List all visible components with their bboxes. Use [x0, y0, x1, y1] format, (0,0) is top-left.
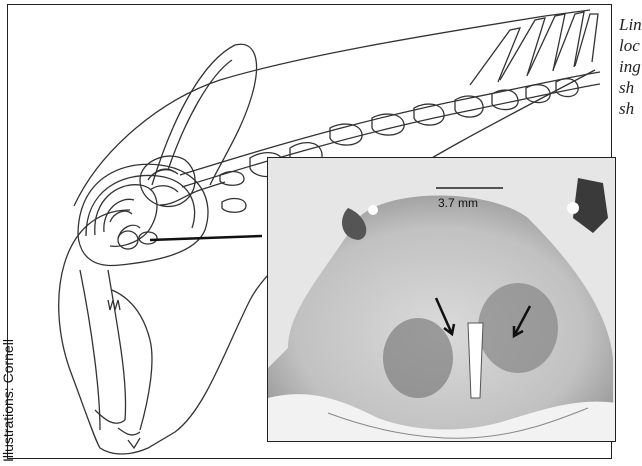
caption-line: sh [619, 77, 642, 98]
scale-bar-label: 3.7 mm [438, 196, 478, 210]
pointer-line [150, 236, 262, 240]
cerebellum [140, 156, 195, 206]
ear [152, 44, 257, 185]
target-region [118, 231, 138, 249]
caption-line: sh [619, 98, 642, 119]
caption-line: loc [619, 35, 642, 56]
caption-line: ing [619, 56, 642, 77]
caption: Lin loc ing sh sh [619, 14, 642, 119]
illustration-credit: Illustrations: Cornell [0, 302, 16, 462]
brain-section-photo: 3.7 mm [267, 157, 616, 442]
caption-line: Lin [619, 14, 642, 35]
cranium [78, 164, 208, 265]
